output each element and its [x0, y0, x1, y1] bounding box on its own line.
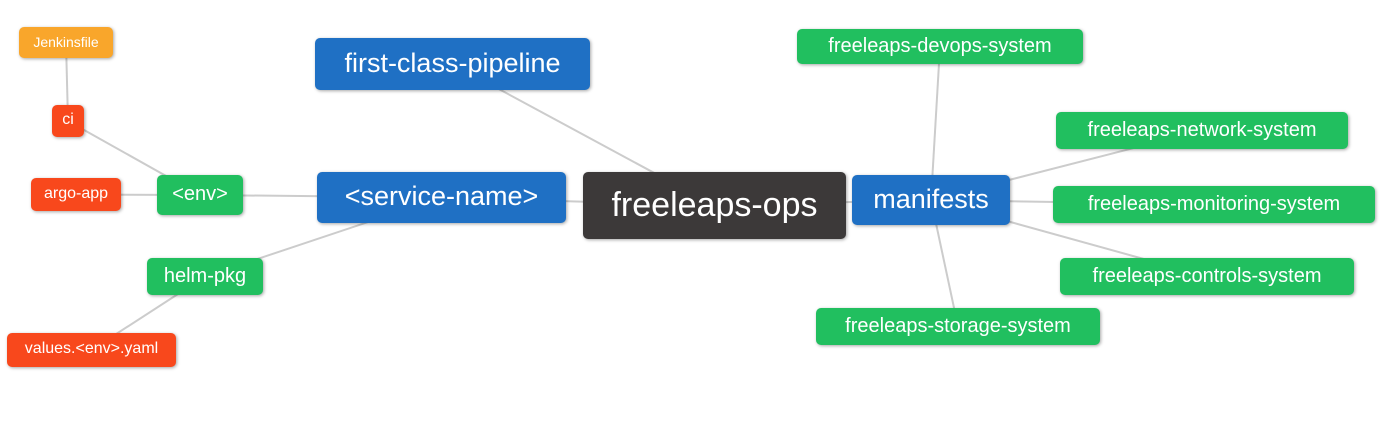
node-freeleaps-ops[interactable]: freeleaps-ops: [583, 172, 846, 239]
node-label: freeleaps-controls-system: [1092, 264, 1322, 287]
node-label: first-class-pipeline: [344, 47, 561, 78]
node-label: freeleaps-ops: [611, 185, 818, 224]
node-ci[interactable]: ci: [52, 105, 84, 137]
node-label: <service-name>: [344, 181, 539, 211]
node-label: values.<env>.yaml: [24, 340, 159, 357]
node-helm-pkg[interactable]: helm-pkg: [147, 258, 263, 295]
node-manifests[interactable]: manifests: [852, 175, 1010, 225]
node-label: Jenkinsfile: [33, 33, 99, 50]
node-freeleaps-storage-system[interactable]: freeleaps-storage-system: [816, 308, 1100, 345]
node-service-name[interactable]: <service-name>: [317, 172, 566, 223]
node-first-class-pipeline[interactable]: first-class-pipeline: [315, 38, 590, 90]
node-label: freeleaps-devops-system: [828, 34, 1052, 57]
edge-manifests-freeleaps-devops-system: [930, 46, 941, 201]
node-freeleaps-devops-system[interactable]: freeleaps-devops-system: [797, 29, 1083, 64]
node-label: freeleaps-monitoring-system: [1087, 192, 1341, 215]
node-label: freeleaps-network-system: [1087, 118, 1317, 141]
node-label: ci: [62, 111, 74, 128]
node-argo-app[interactable]: argo-app: [31, 178, 121, 211]
node-jenkinsfile[interactable]: Jenkinsfile: [19, 27, 113, 58]
node-label: freeleaps-storage-system: [845, 314, 1071, 337]
node-label: <env>: [172, 183, 228, 205]
node-freeleaps-controls-system[interactable]: freeleaps-controls-system: [1060, 258, 1354, 295]
node-values-env-yaml[interactable]: values.<env>.yaml: [7, 333, 176, 367]
node-freeleaps-network-system[interactable]: freeleaps-network-system: [1056, 112, 1348, 149]
node-freeleaps-monitoring-system[interactable]: freeleaps-monitoring-system: [1053, 186, 1375, 223]
node-label: helm-pkg: [163, 264, 247, 287]
node-env[interactable]: <env>: [157, 175, 243, 215]
node-label: manifests: [873, 183, 989, 214]
node-label: argo-app: [43, 184, 109, 202]
